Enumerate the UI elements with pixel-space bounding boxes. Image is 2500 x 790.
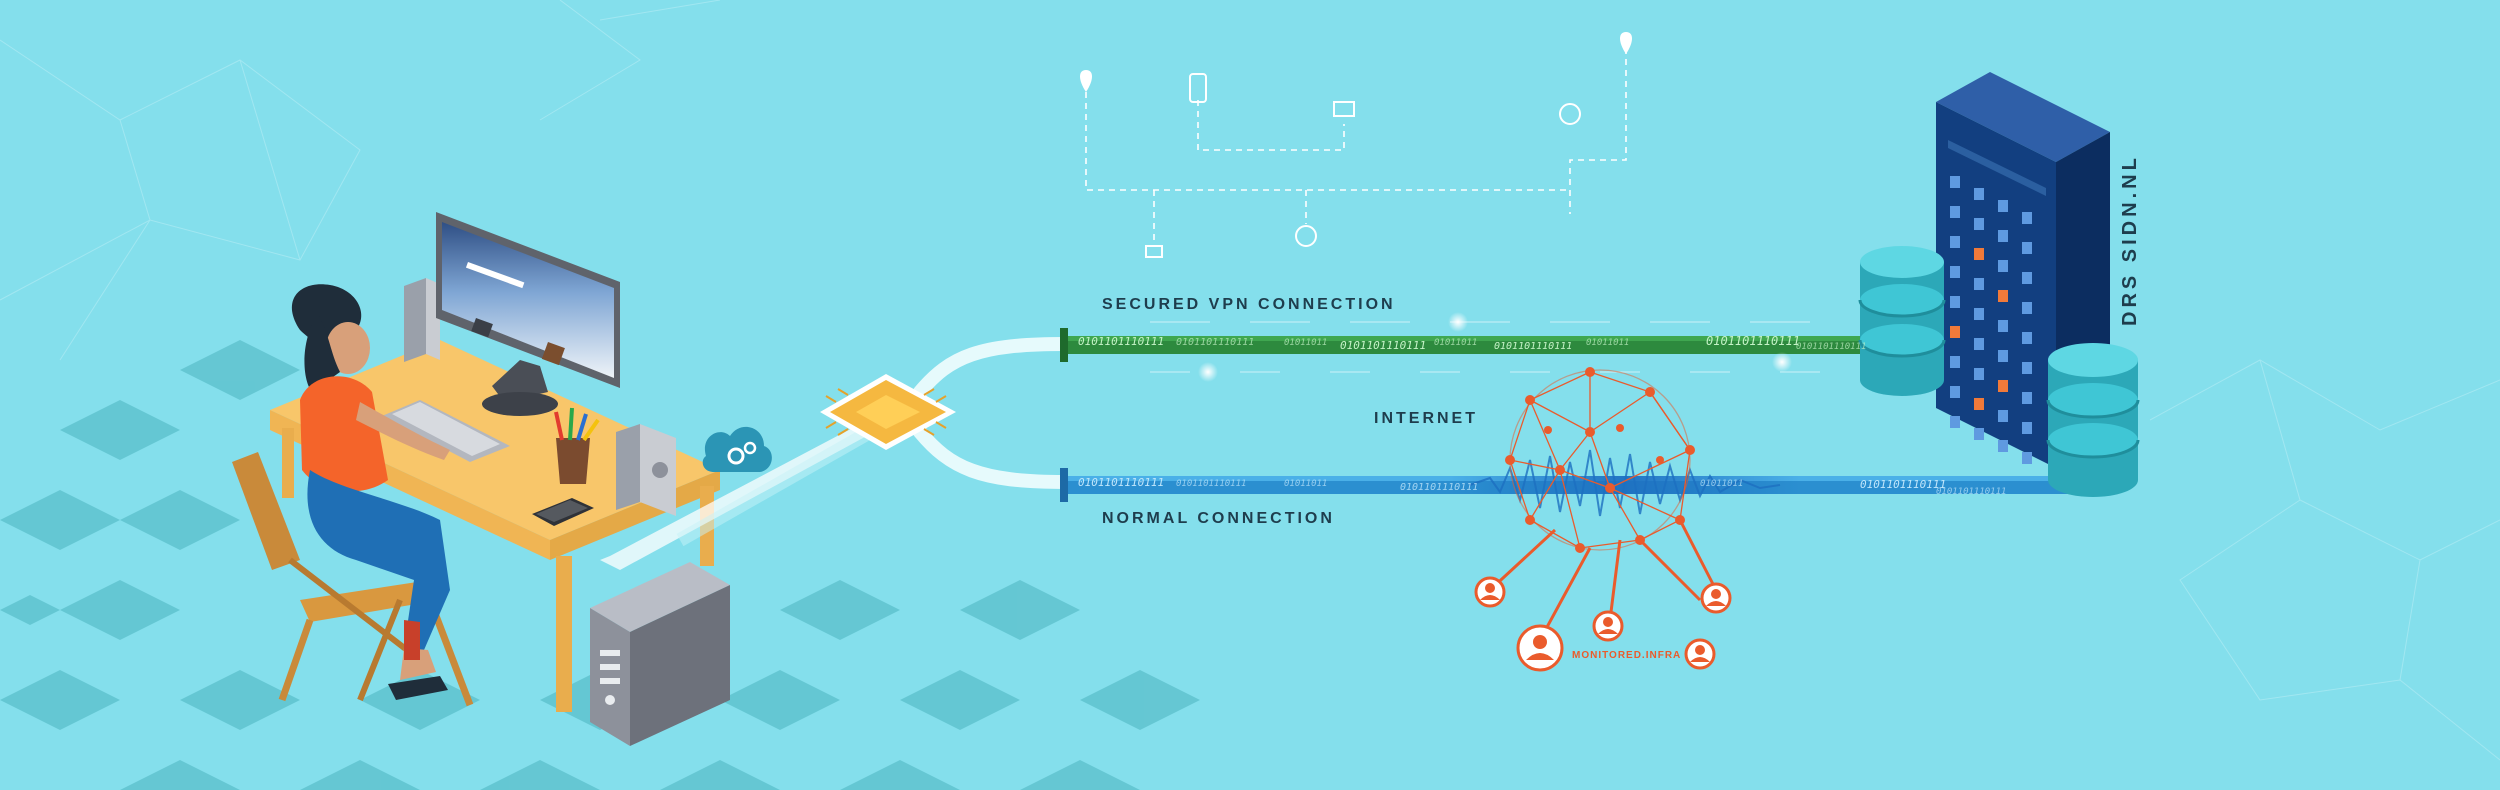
building-window (1998, 350, 2008, 362)
vpn-binary-text: 0101101110111 (1176, 337, 1254, 348)
building-window (1950, 176, 1960, 188)
building-window (1950, 236, 1960, 248)
building-window (2022, 362, 2032, 374)
normal-binary-text: 0101101110111 (1400, 482, 1478, 493)
mail-icon (1333, 101, 1355, 117)
internet-label: INTERNET (1374, 410, 1478, 427)
building-window (2022, 452, 2032, 464)
normal-binary-text: 01011011 (1700, 479, 1743, 489)
vpn-binary-text: 0101101110111 (1706, 334, 1800, 348)
building-window (1998, 260, 2008, 272)
building-window (1974, 398, 1984, 410)
building-window (2022, 392, 2032, 404)
vpn-connection-label: SECURED VPN CONNECTION (1102, 296, 1396, 313)
cloud-gear-icon (702, 426, 772, 472)
monitored-infra-label: MONITORED.INFRA (1572, 650, 1681, 661)
domain-label: DRS SIDN.NL (2119, 154, 2141, 326)
spy-icon (1474, 576, 1732, 672)
vpn-pipe (1060, 312, 1864, 382)
building-window (2022, 422, 2032, 434)
building-window (1998, 320, 2008, 332)
pc-tower (590, 562, 730, 746)
building-window (2022, 272, 2032, 284)
desk-link (600, 424, 874, 570)
building-windows (1950, 176, 2032, 464)
normal-binary-text: 0101101110111 (1078, 476, 1164, 489)
building-window (1950, 296, 1960, 308)
building-window (1974, 188, 1984, 200)
building-window (1950, 206, 1960, 218)
woman-at-desk (291, 284, 450, 700)
monitor (436, 212, 620, 416)
building-window (1974, 248, 1984, 260)
normal-binary-text: 0101101110111 (1936, 487, 2006, 497)
device-network (1085, 48, 1627, 246)
building-window (2022, 302, 2032, 314)
database-left (1858, 246, 1946, 396)
phone-icon (1189, 73, 1207, 103)
building-window (2022, 212, 2032, 224)
building-window (1974, 308, 1984, 320)
building-window (1998, 200, 2008, 212)
chair (232, 452, 474, 707)
globe-icon (1295, 225, 1317, 247)
location-pin-icon (1620, 32, 1632, 54)
branch-pipes (913, 337, 1071, 489)
checker-floor (0, 340, 1200, 790)
background-network (0, 0, 2500, 761)
vpn-binary-text: 0101101110111 (1796, 342, 1866, 352)
building-window (1998, 290, 2008, 302)
vpn-binary-text: 01011011 (1434, 338, 1477, 348)
building-window (1998, 410, 2008, 422)
building-window (1950, 416, 1960, 428)
building-window (1998, 230, 2008, 242)
vpn-binary-text: 01011011 (1586, 338, 1629, 348)
internet-nodes (1505, 367, 1695, 553)
building-window (1950, 326, 1960, 338)
signal-wave (1469, 449, 1781, 517)
building-window (1974, 278, 1984, 290)
building-window (1974, 338, 1984, 350)
building-window (1950, 386, 1960, 398)
building-window (1998, 440, 2008, 452)
globe-icon (1559, 103, 1581, 125)
vpn-binary: 0101101110111 0101101110111 01011011 010… (1078, 334, 1866, 352)
building-window (1950, 266, 1960, 278)
vpn-binary-text: 0101101110111 (1340, 339, 1426, 352)
normal-binary-text: 0101101110111 (1860, 478, 1946, 491)
chip (820, 374, 956, 450)
normal-connection-label: NORMAL CONNECTION (1102, 510, 1335, 527)
speakers (404, 278, 676, 516)
vpn-binary-text: 0101101110111 (1494, 341, 1572, 352)
desk-items (382, 400, 600, 526)
building-window (2022, 242, 2032, 254)
building-window (1950, 356, 1960, 368)
building-window (2022, 332, 2032, 344)
internet-globe (1488, 369, 1718, 641)
vpn-binary-text: 01011011 (1284, 338, 1327, 348)
building-window (1998, 380, 2008, 392)
normal-binary: 0101101110111 0101101110111 01011011 010… (1078, 476, 2006, 497)
vpn-binary-text: 0101101110111 (1078, 335, 1164, 348)
building-window (1974, 218, 1984, 230)
mail-icon (1145, 245, 1163, 258)
location-pin-icon (1080, 70, 1092, 92)
device-icons (1080, 32, 1632, 258)
normal-binary-text: 01011011 (1284, 479, 1327, 489)
building-window (1974, 368, 1984, 380)
building-window (1974, 428, 1984, 440)
database-right (2046, 343, 2140, 497)
normal-binary-text: 0101101110111 (1176, 479, 1246, 489)
